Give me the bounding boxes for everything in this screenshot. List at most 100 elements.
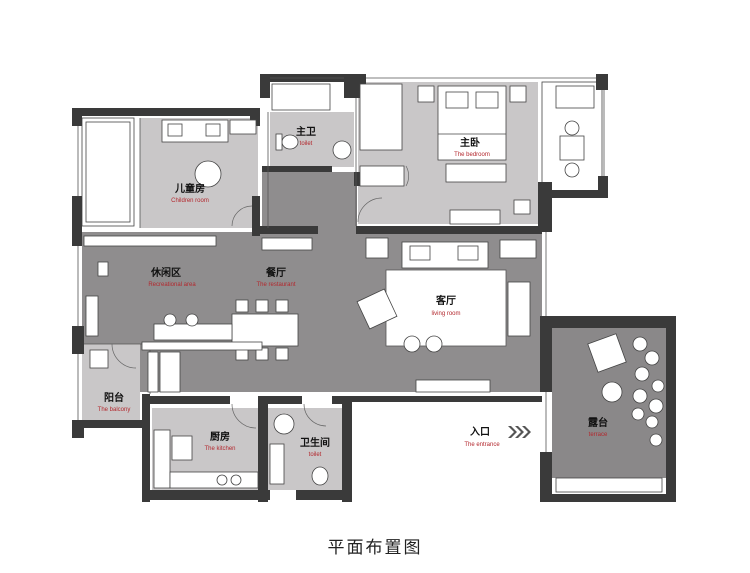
wall-segment [72, 420, 84, 438]
door-swing [231, 403, 257, 429]
label-master-bedroom-en: The bedroom [454, 152, 490, 158]
stepping-stone [634, 366, 650, 382]
tv-bench [415, 379, 491, 393]
wall-segment [142, 394, 150, 502]
wall-segment [260, 74, 270, 98]
label-bathroom: 卫生间 [300, 436, 330, 449]
dining-chair [275, 299, 289, 313]
wall-segment [344, 74, 356, 98]
label-kitchen: 厨房 [210, 430, 230, 443]
wall-segment [266, 396, 302, 404]
washing-machine [89, 349, 109, 369]
wall-segment [552, 190, 608, 198]
wall-segment [262, 166, 332, 172]
bar-counter [153, 323, 233, 341]
balcony-cabinet [159, 351, 181, 393]
pillow [445, 91, 469, 109]
wall-segment [252, 196, 260, 236]
toilet-bowl [311, 466, 329, 486]
shoe-cabinet [83, 235, 217, 247]
dining-chair [235, 299, 249, 313]
label-terrace: 露台 [588, 416, 608, 429]
wall-segment [150, 490, 270, 500]
ottoman [425, 335, 443, 353]
label-master-toilet-en: toilet [300, 141, 313, 147]
cabinet [365, 237, 389, 259]
label-restaurant-en: The restaurant [256, 282, 295, 288]
stepping-stone [645, 415, 659, 429]
fridge [171, 435, 193, 461]
bedroom-chair [513, 199, 531, 215]
wash-basin [332, 140, 352, 160]
nightstand [417, 85, 435, 103]
cabinet [499, 239, 537, 259]
dining-chair [255, 299, 269, 313]
balcony-cabinet [147, 351, 159, 393]
wall-segment [540, 452, 552, 502]
bathtub [271, 83, 331, 111]
label-balcony: 阳台 [104, 391, 124, 404]
cabinet [261, 237, 313, 251]
wall-segment [72, 326, 84, 354]
stove [230, 474, 242, 486]
stepping-stone [649, 433, 663, 447]
chevron-arrows-icon [508, 426, 531, 438]
stove [216, 474, 228, 486]
label-master-toilet: 主卫 [296, 125, 316, 138]
wardrobe [359, 83, 403, 151]
label-kitchen-en: The kitchen [204, 446, 235, 452]
wall-segment [258, 396, 268, 502]
children-round-table [194, 160, 222, 188]
door-swing [303, 403, 327, 427]
sofa-cushion [457, 245, 479, 261]
furniture [83, 83, 665, 493]
label-entrance: 入口 [470, 426, 490, 438]
room-labels: 主卫 toilet 主卧 The bedroom 儿童房 Children ro… [98, 125, 608, 458]
floor-corridor [262, 172, 357, 232]
sofa-cushion [409, 245, 431, 261]
dresser [449, 209, 501, 225]
terrace-armchair [587, 333, 627, 373]
kitchen-counter [169, 471, 259, 489]
dining-chair [275, 347, 289, 361]
door-swing [231, 205, 253, 227]
recreational-seat [85, 295, 99, 337]
wall-segment [342, 396, 352, 502]
wash-basin [273, 413, 295, 435]
stepping-stone [644, 350, 660, 366]
children-cushion [167, 123, 183, 137]
label-living-room: 客厅 [435, 294, 456, 307]
balcony-chair [564, 162, 580, 178]
shower [269, 443, 285, 485]
label-bathroom-en: toilet [309, 452, 322, 458]
tv-cabinet [445, 163, 507, 183]
wall-segment [356, 226, 542, 234]
doors [111, 165, 410, 429]
wall-segment [552, 316, 676, 328]
children-cushion [205, 123, 221, 137]
door-swing [111, 343, 137, 369]
wall-segment [598, 176, 608, 198]
label-entrance-en: The entrance [464, 442, 500, 448]
stepping-stone [651, 379, 665, 393]
label-recreational-en: Recreational area [148, 282, 196, 288]
wall-segment [72, 108, 260, 116]
wall-segment [72, 108, 82, 126]
walls [72, 74, 676, 502]
nightstand [509, 85, 527, 103]
balcony-chair [564, 120, 580, 136]
wall-segment [352, 396, 542, 402]
label-living-room-en: living room [431, 311, 460, 317]
wall-segment [258, 226, 318, 234]
kitchen-counter [153, 429, 171, 489]
ottoman [403, 335, 421, 353]
label-balcony-en: The balcony [98, 407, 131, 413]
recreational-small [97, 261, 109, 277]
terrace-planter [555, 477, 663, 493]
label-master-bedroom: 主卧 [460, 136, 480, 149]
wall-segment [354, 172, 360, 186]
bar-stool [163, 313, 177, 327]
wall-segment [296, 490, 352, 500]
armchair [356, 288, 398, 330]
